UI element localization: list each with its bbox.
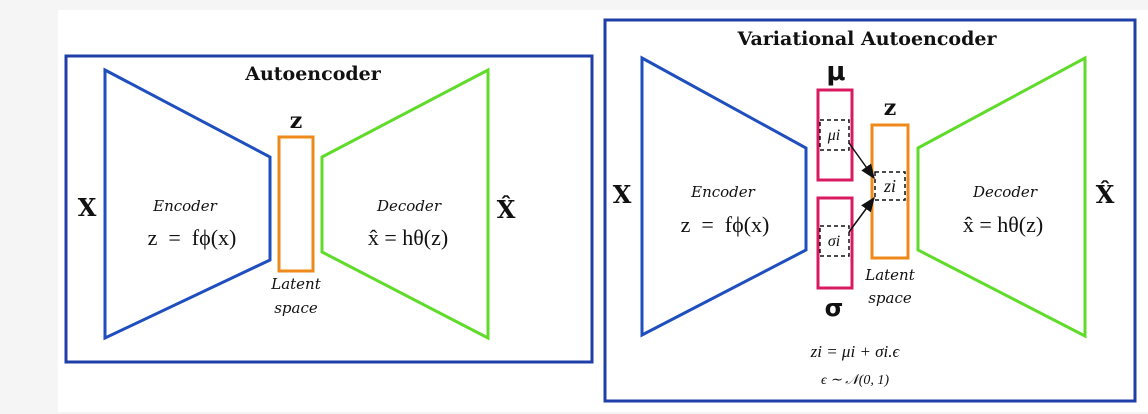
vae-sigma-symbol: σ [825,294,844,322]
vae-latent-bar [870,123,910,260]
autoencoder-frame [64,54,594,364]
vae-frame [603,18,1137,403]
autoencoder-decoder-shape [320,67,490,341]
autoencoder-latent-bar [277,135,315,273]
vae-mu-i-label: μi [827,127,840,144]
vae-latent-caption-1: Latent [864,266,915,284]
vae-latent-symbol: z [884,95,897,121]
vae-sigma-box [816,196,854,290]
vae-encoder-equation: z = fϕ(x) [681,212,770,237]
autoencoder-input-label: X [78,193,97,222]
autoencoder-encoder-equation: z = fϕ(x) [148,225,237,250]
vae-z-i-box [874,171,906,201]
autoencoder-encoder-label: Encoder [152,197,218,215]
vae-title: Variational Autoencoder [736,28,997,50]
vae-decoder-shape [916,55,1087,339]
diagram-panel [58,10,1148,412]
autoencoder-title: Autoencoder [244,63,382,85]
vae-mu-symbol: μ [826,57,845,87]
autoencoder-output-label: X̂ [497,195,516,224]
vae-decoder-equation: x̂ = hθ(z) [963,212,1043,237]
vae-encoder-label: Encoder [690,183,756,201]
autoencoder-latent-symbol: z [290,108,303,134]
autoencoder-decoder-label: Decoder [376,197,442,215]
vae-sigma-i-box [819,225,850,257]
vae-noise-formula: ϵ ∼ 𝒩(0, 1) [821,373,889,388]
vae-input-label: X [613,180,632,209]
vae-z-i-label: zi [883,176,896,196]
vae-encoder-shape [640,55,808,338]
vae-mu-box [816,88,854,182]
vae-reparam-formula: zi = μi + σi.ϵ [810,342,901,361]
autoencoder-latent-caption-1: Latent [270,275,321,293]
vae-sigma-i-label: σi [828,233,840,250]
vae-sigma-arrow [848,196,875,233]
autoencoder-decoder-equation: x̂ = hθ(z) [368,225,448,250]
vae-mu-i-box [819,119,850,151]
vae-latent-caption-2: space [868,289,912,307]
autoencoder-latent-caption-2: space [274,299,318,317]
autoencoder-encoder-shape [103,67,272,341]
vae-decoder-label: Decoder [972,183,1038,201]
vae-mu-arrow [848,142,875,180]
vae-output-label: X̂ [1096,180,1115,209]
